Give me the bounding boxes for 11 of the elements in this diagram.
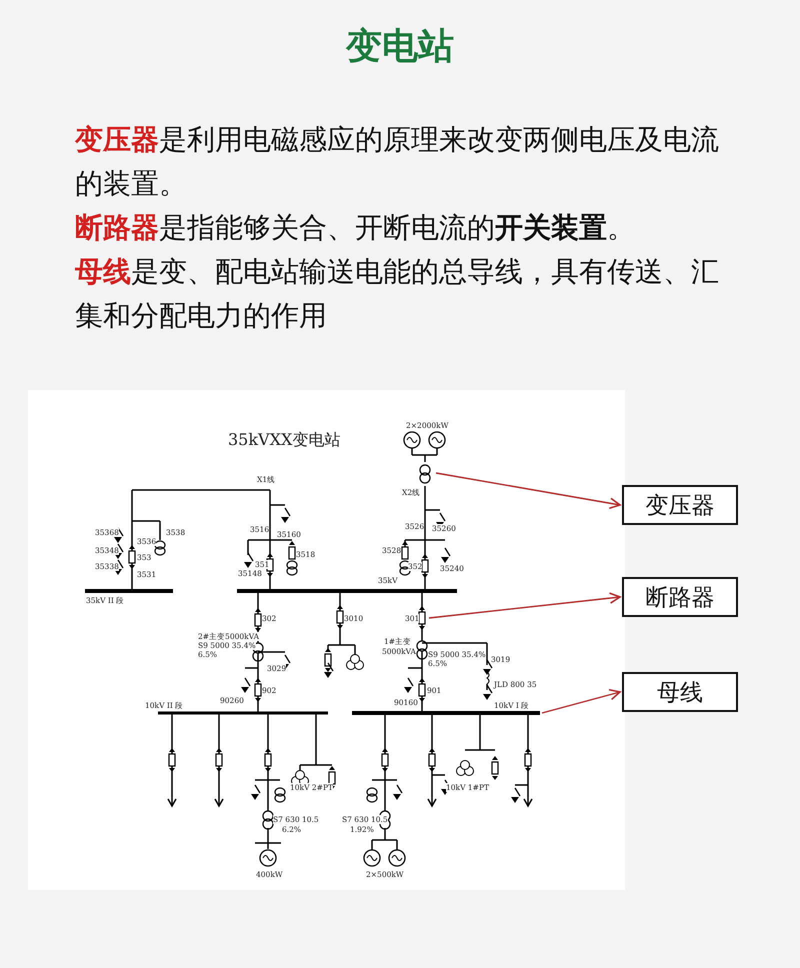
arrow xyxy=(428,592,621,619)
arrow xyxy=(542,688,621,714)
definition-text: 母线是变、配电站输送电能的总导线，具有传送、汇集和分配电力的作用 xyxy=(75,254,720,334)
arrow xyxy=(436,472,621,510)
drawing-heading: 35kVXX变电站 xyxy=(228,431,340,449)
title: 变电站 xyxy=(344,25,455,69)
callout-box: 变压器 xyxy=(622,485,738,525)
definition-text: 变压器是利用电磁感应的原理来改变两侧电压及电流的装置。 xyxy=(75,122,720,202)
callout-box: 母线 xyxy=(622,672,738,712)
definition-text: 断路器是指能够关合、开断电流的开关装置。 xyxy=(75,210,636,246)
callout-box: 断路器 xyxy=(622,577,738,617)
